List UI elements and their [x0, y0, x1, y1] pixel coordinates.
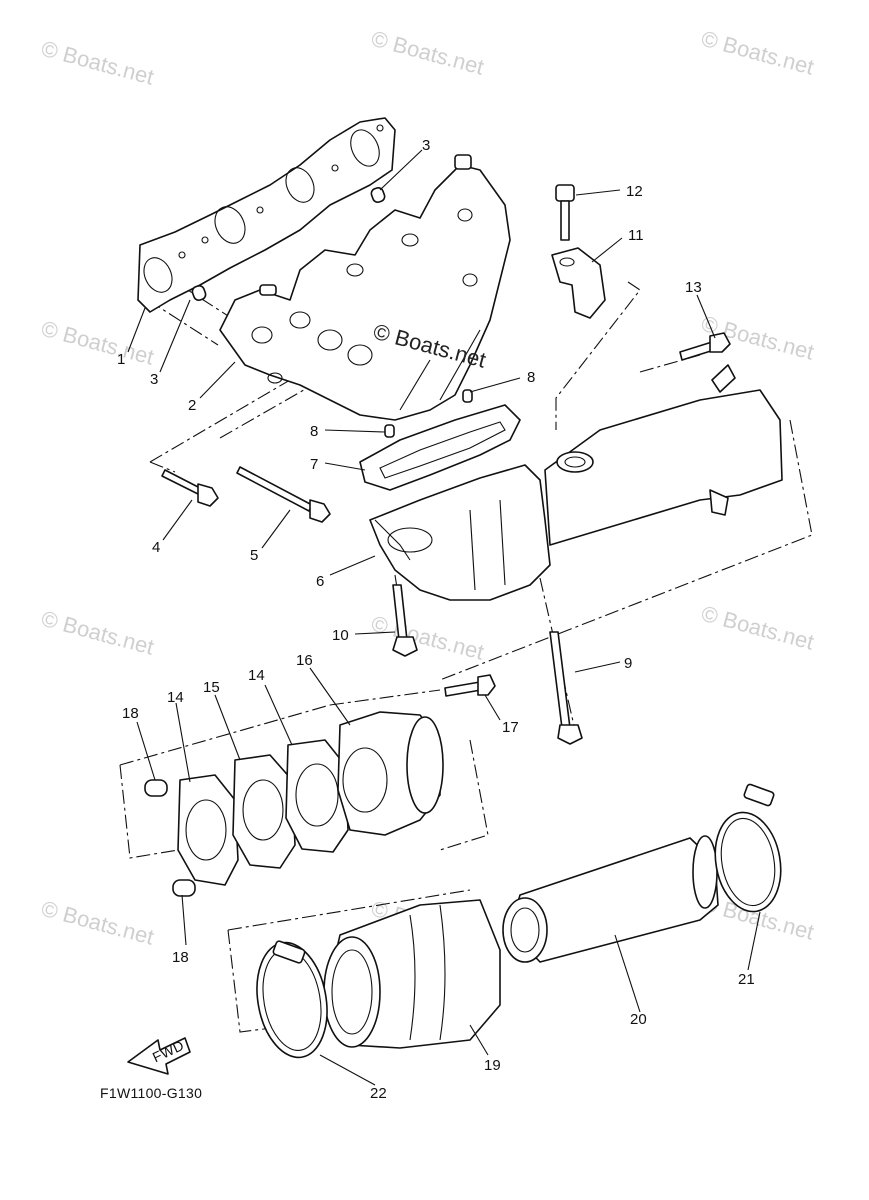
callout-3: 3 — [422, 137, 430, 154]
callout-15: 15 — [203, 679, 220, 696]
watermark: © Boats.net — [39, 606, 157, 660]
watermark: © Boats.net — [369, 611, 487, 665]
callout-7: 7 — [310, 456, 318, 473]
part-9-stud-bolt — [549, 631, 583, 745]
part-20-pipe — [502, 835, 719, 963]
callout-8: 8 — [310, 423, 318, 440]
callout-3: 3 — [150, 371, 158, 388]
part-15-gasket — [232, 754, 296, 869]
part-5-bolt — [236, 466, 331, 523]
part-1-exhaust-manifold-gasket — [137, 117, 396, 313]
watermark: © Boats.net — [699, 26, 817, 80]
part-22-hose-clamp — [256, 940, 328, 1059]
part-12-bolt — [555, 184, 575, 241]
diagram-code: F1W1100-G130 — [100, 1085, 202, 1101]
callout-11: 11 — [628, 227, 644, 244]
watermark: © Boats.net — [369, 26, 487, 80]
callout-5: 5 — [250, 547, 258, 564]
callout-21: 21 — [738, 971, 755, 988]
part-14-gasket-left — [177, 774, 239, 886]
callout-labels: 1 2 3 3 4 5 6 7 8 8 9 10 11 12 13 14 14 … — [117, 137, 755, 1102]
part-21-hose-clamp — [714, 783, 782, 913]
part-19-joint-hose — [323, 899, 501, 1049]
part-18-sleeve — [144, 779, 196, 897]
leader-lines — [127, 149, 761, 1086]
callout-2: 2 — [188, 397, 196, 414]
watermark: © Boats.net — [39, 36, 157, 90]
fwd-arrow: FWD — [127, 1037, 191, 1075]
watermark: © Boats.net — [39, 896, 157, 950]
callout-19: 19 — [484, 1057, 501, 1074]
part-3-dowel-pin — [191, 186, 386, 302]
callout-22: 22 — [370, 1085, 387, 1102]
callout-18: 18 — [172, 949, 189, 966]
part-14-gasket-right — [285, 739, 349, 853]
part-13-bolt — [679, 332, 731, 361]
callout-4: 4 — [152, 539, 160, 556]
part-8-dowel-pin — [384, 389, 473, 438]
callout-1: 1 — [117, 351, 125, 368]
part-7-gasket — [359, 404, 521, 491]
part-17-bolt — [444, 674, 496, 697]
callout-12: 12 — [626, 183, 643, 200]
part-2-exhaust-manifold — [219, 154, 511, 421]
callout-14: 14 — [167, 689, 184, 706]
callout-17: 17 — [502, 719, 519, 736]
watermark: © Boats.net — [699, 601, 817, 655]
part-10-bolt — [392, 584, 418, 657]
callout-10: 10 — [332, 627, 349, 644]
callout-13: 13 — [685, 279, 702, 296]
callout-9: 9 — [624, 655, 632, 672]
callout-16: 16 — [296, 652, 313, 669]
part-11-bracket — [551, 247, 606, 319]
callout-6: 6 — [316, 573, 324, 590]
part-16-outlet-pipe — [337, 711, 444, 836]
callout-8: 8 — [527, 369, 535, 386]
callout-18: 18 — [122, 705, 139, 722]
part-4-bolt — [161, 469, 219, 507]
part-6-exhaust-elbow — [369, 364, 783, 601]
callout-14: 14 — [248, 667, 265, 684]
callout-20: 20 — [630, 1011, 647, 1028]
